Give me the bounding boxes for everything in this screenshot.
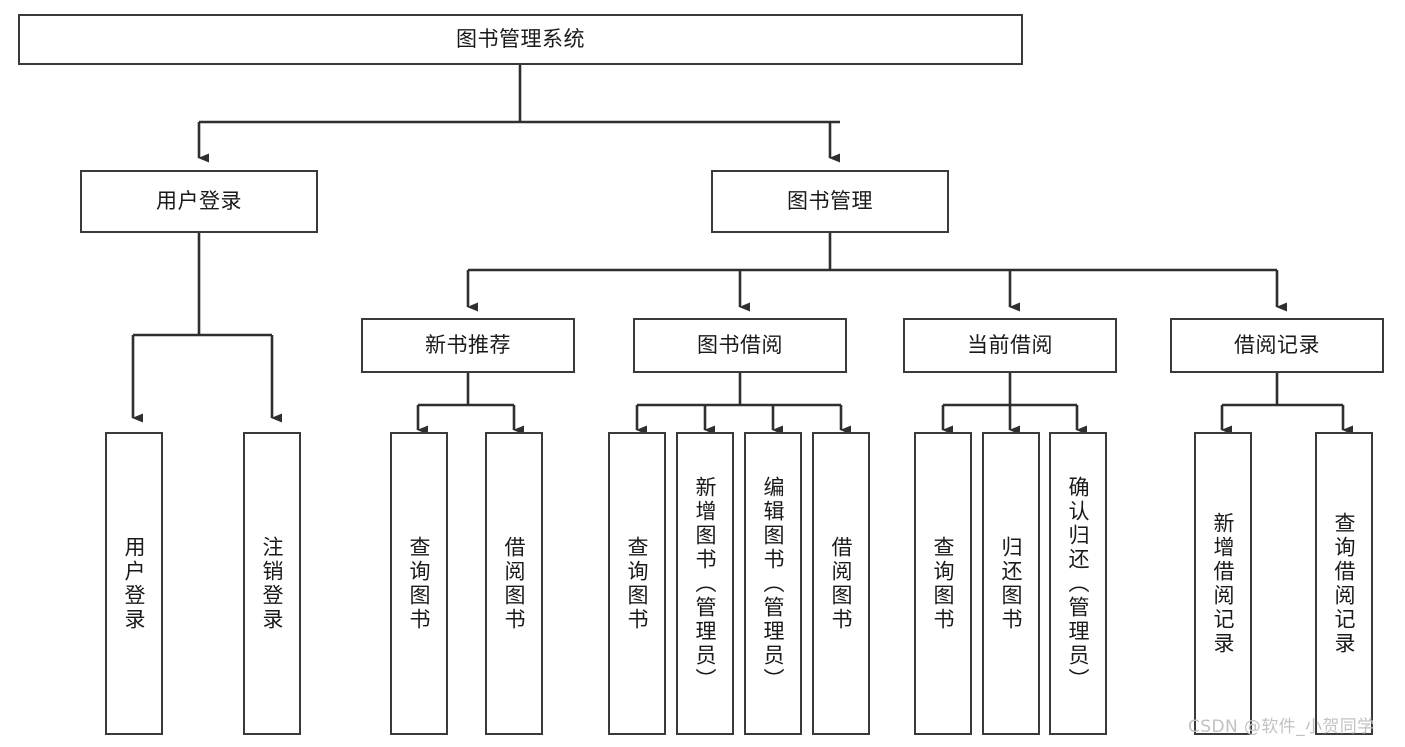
- node-label: 用户登录: [156, 188, 242, 213]
- node-user-login[interactable]: 用户登录: [80, 170, 318, 233]
- node-label: 归还图书: [999, 535, 1024, 632]
- node-label: 编辑图书（管理员）: [761, 475, 786, 692]
- node-label: 借阅记录: [1234, 332, 1320, 357]
- node-new-book-recommend[interactable]: 新书推荐: [361, 318, 575, 373]
- node-current-borrow[interactable]: 当前借阅: [903, 318, 1117, 373]
- node-borrow-record[interactable]: 借阅记录: [1170, 318, 1384, 373]
- node-label: 查询图书: [625, 535, 650, 632]
- leaf-query-borrow-record[interactable]: 查询借阅记录: [1315, 432, 1373, 735]
- node-root-book-management-system[interactable]: 图书管理系统: [18, 14, 1023, 65]
- leaf-query-book-borrow[interactable]: 查询图书: [608, 432, 666, 735]
- leaf-return-book[interactable]: 归还图书: [982, 432, 1040, 735]
- leaf-borrow-book[interactable]: 借阅图书: [812, 432, 870, 735]
- node-label: 图书借阅: [697, 332, 783, 357]
- node-label: 用户登录: [122, 535, 147, 632]
- node-label: 借阅图书: [829, 535, 854, 632]
- watermark: CSDN @软件_小贺同学: [1188, 717, 1375, 737]
- node-label: 注销登录: [260, 535, 285, 632]
- node-label: 确认归还（管理员）: [1066, 475, 1091, 692]
- node-book-management[interactable]: 图书管理: [711, 170, 949, 233]
- leaf-query-book-current[interactable]: 查询图书: [914, 432, 972, 735]
- leaf-confirm-return-admin[interactable]: 确认归还（管理员）: [1049, 432, 1107, 735]
- node-label: 借阅图书: [502, 535, 527, 632]
- node-label: 当前借阅: [967, 332, 1053, 357]
- node-label: 查询图书: [407, 535, 432, 632]
- node-label: 新增借阅记录: [1211, 511, 1236, 656]
- node-book-borrow[interactable]: 图书借阅: [633, 318, 847, 373]
- node-label: 查询借阅记录: [1332, 511, 1357, 656]
- leaf-add-book-admin[interactable]: 新增图书（管理员）: [676, 432, 734, 735]
- leaf-borrow-book-recommend[interactable]: 借阅图书: [485, 432, 543, 735]
- leaf-user-login[interactable]: 用户登录: [105, 432, 163, 735]
- leaf-query-book-recommend[interactable]: 查询图书: [390, 432, 448, 735]
- leaf-edit-book-admin[interactable]: 编辑图书（管理员）: [744, 432, 802, 735]
- node-label: 查询图书: [931, 535, 956, 632]
- node-label: 图书管理系统: [456, 26, 585, 51]
- node-label: 新增图书（管理员）: [693, 475, 718, 692]
- leaf-logout-login[interactable]: 注销登录: [243, 432, 301, 735]
- node-label: 图书管理: [787, 188, 873, 213]
- node-label: 新书推荐: [425, 332, 511, 357]
- leaf-add-borrow-record[interactable]: 新增借阅记录: [1194, 432, 1252, 735]
